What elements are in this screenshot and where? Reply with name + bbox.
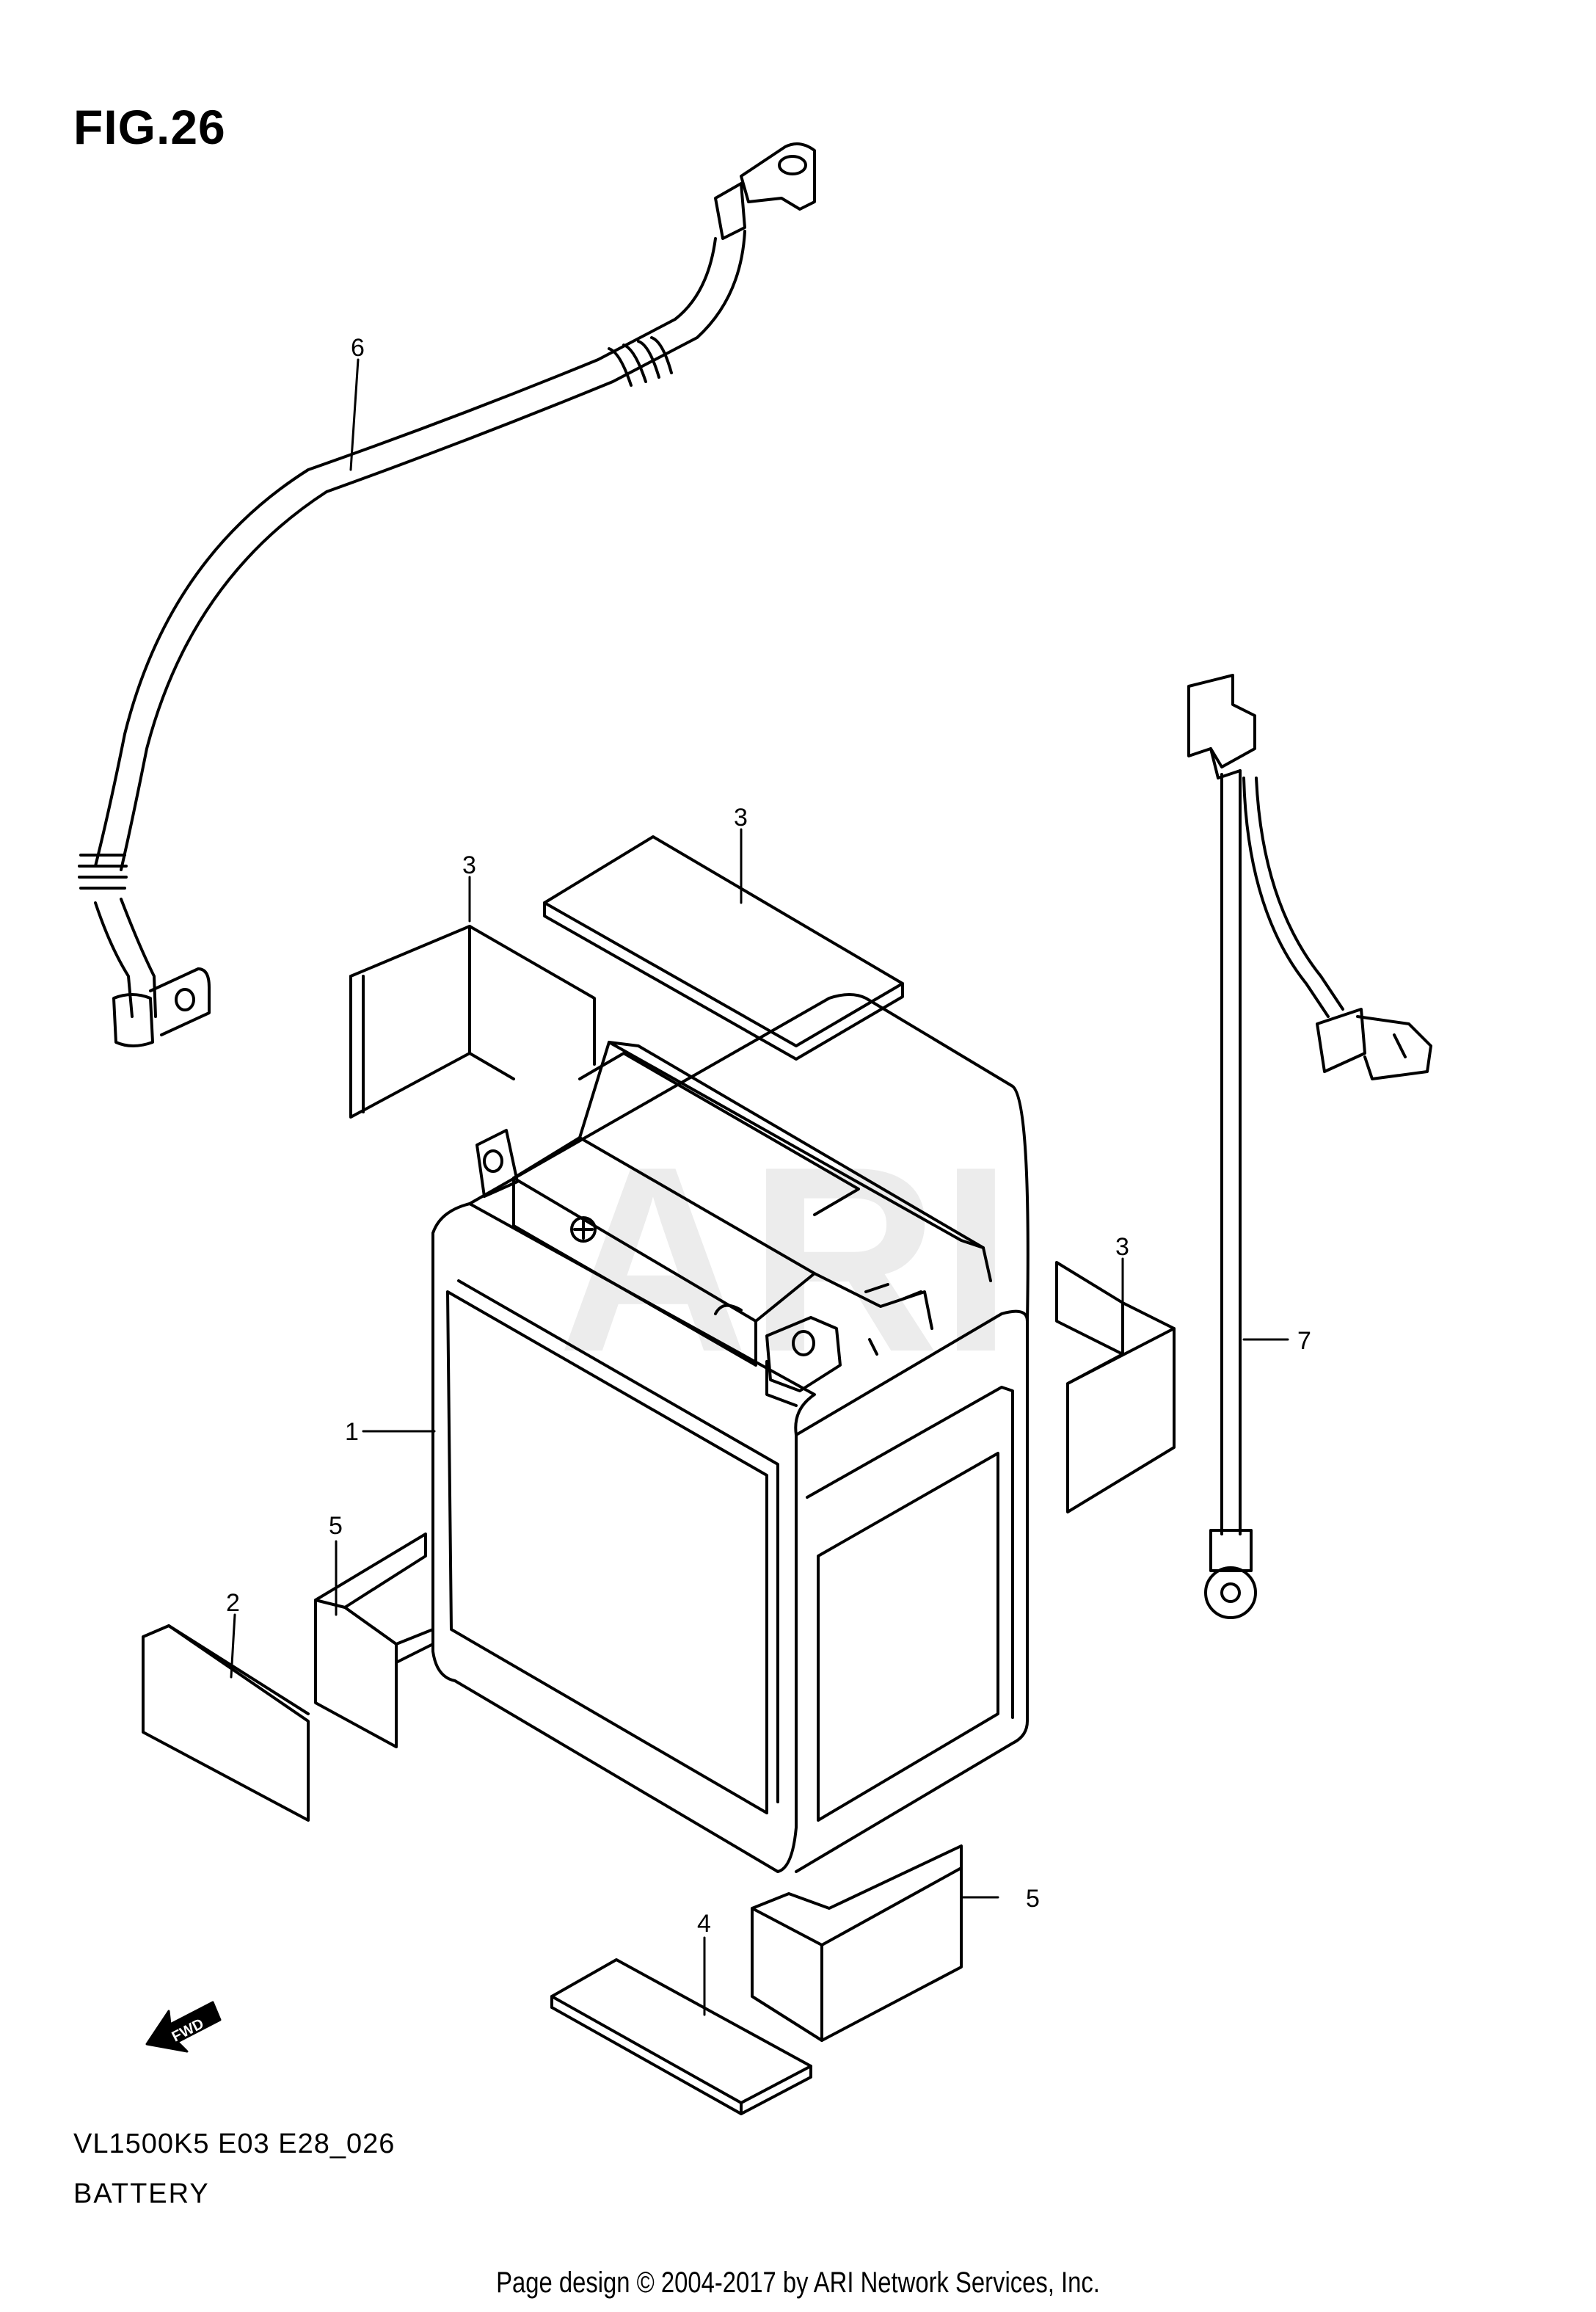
leader-lines: [230, 358, 1289, 2016]
part-7-lead-wire: [1187, 674, 1432, 1619]
callout-3-left: 3: [462, 851, 476, 879]
callout-7: 7: [1297, 1327, 1311, 1355]
figure-title: FIG.26: [73, 100, 226, 154]
callout-2: 2: [226, 1589, 240, 1617]
callout-1: 1: [345, 1418, 359, 1446]
model-code: VL1500K5 E03 E28_026: [73, 2129, 396, 2159]
part-3-right-spacer: [1055, 1261, 1176, 1513]
callout-6: 6: [351, 334, 365, 362]
page-credit: Page design © 2004-2017 by ARI Network S…: [496, 2266, 1100, 2299]
part-2-pad: [142, 1624, 310, 1822]
section-name: BATTERY: [73, 2178, 210, 2209]
fwd-arrow-icon: FWD: [145, 2001, 222, 2053]
callout-3-top: 3: [734, 804, 748, 832]
callout-5-bottom: 5: [1026, 1885, 1040, 1913]
part-4-pad: [550, 1958, 812, 2115]
part-5-bottom-cushion: [751, 1844, 963, 2042]
part-6-battery-cable: [78, 142, 816, 1047]
callout-3-right: 3: [1115, 1233, 1129, 1261]
watermark: ARI: [558, 1112, 1013, 1407]
part-3-top-spacer: [543, 835, 904, 1061]
callout-numbers: 6 3 3 3 7 1 5 2 5 4: [226, 334, 1311, 1938]
callout-5-left: 5: [329, 1512, 343, 1540]
part-5-left-cushion: [314, 1533, 434, 1748]
callout-4: 4: [697, 1910, 711, 1938]
part-1-battery: [431, 993, 1030, 1873]
part-3-left-spacer: [349, 925, 596, 1119]
